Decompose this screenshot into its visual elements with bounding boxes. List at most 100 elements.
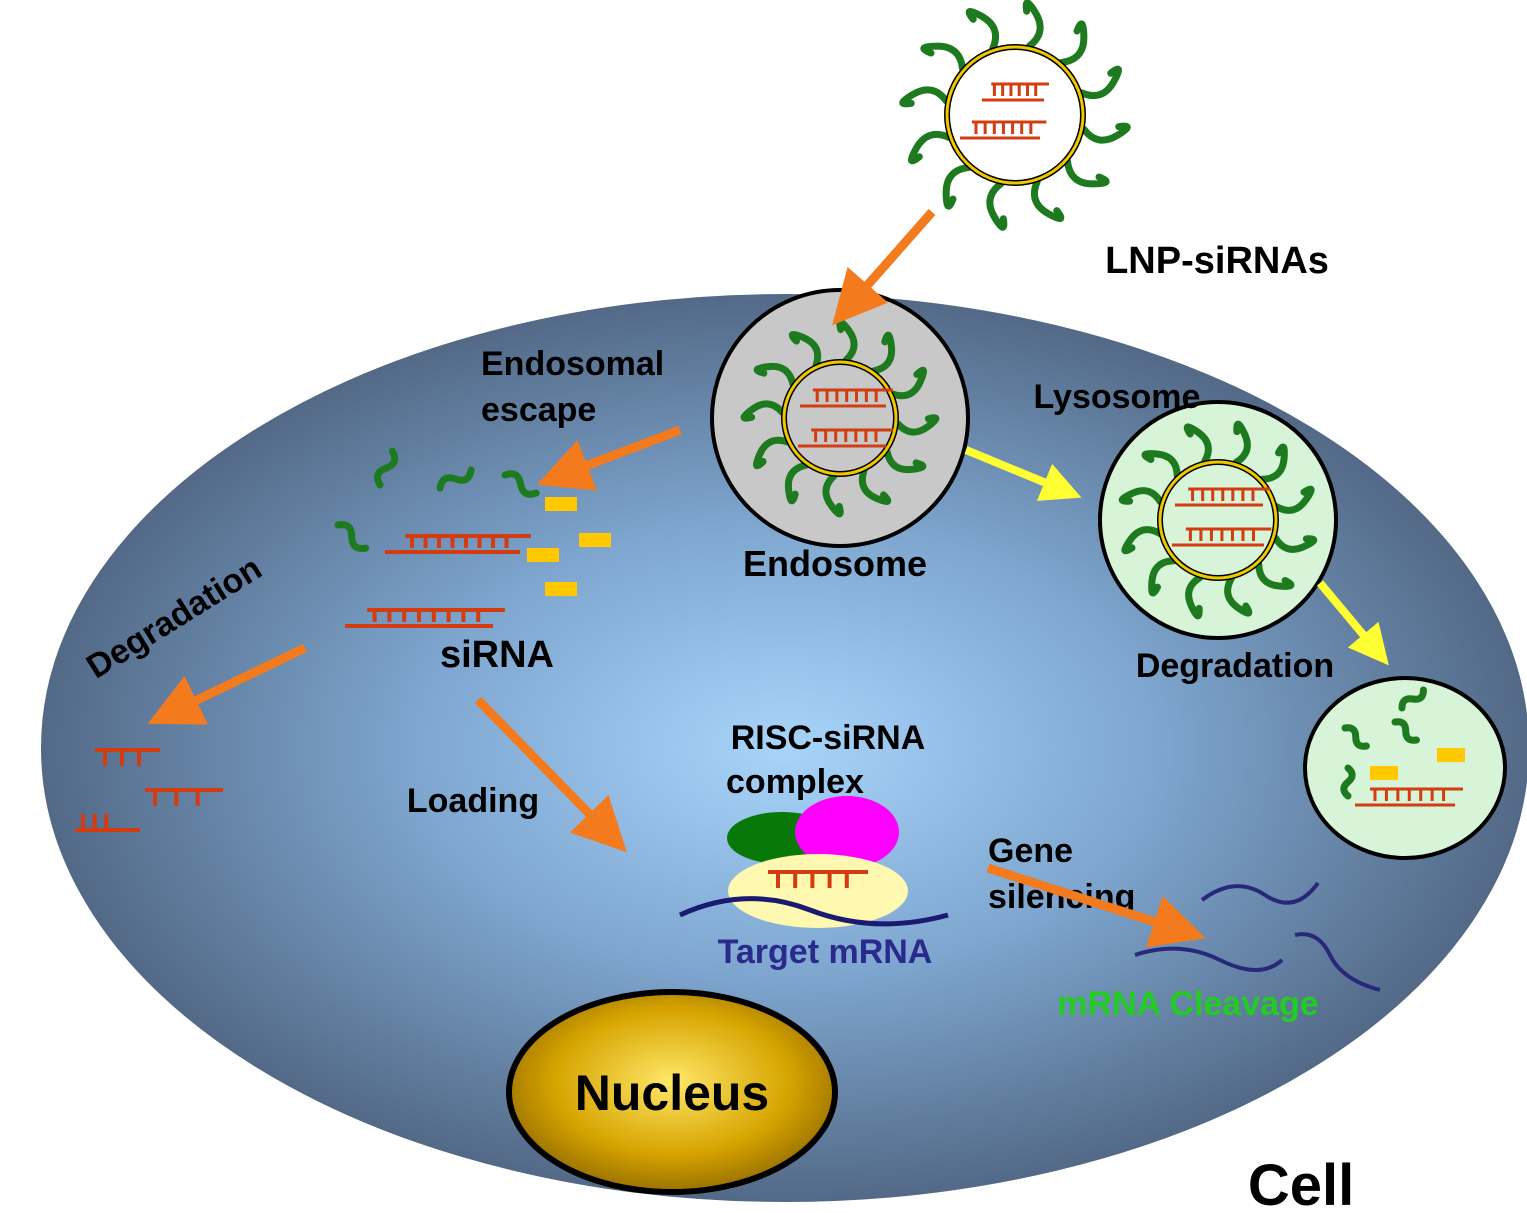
nucleus <box>506 989 838 1195</box>
peg-tail <box>1063 157 1110 188</box>
lipid-fragment <box>545 497 577 511</box>
sirna-duplex <box>345 608 505 628</box>
peg-tail <box>1185 573 1204 620</box>
peg-tail <box>788 330 822 369</box>
cleaved-mrna <box>1134 881 1381 992</box>
peg-tails <box>899 0 1131 231</box>
peg-tail <box>965 8 999 53</box>
target-mrna-label: Target mRNA <box>718 933 933 971</box>
rna-fragment <box>95 748 160 766</box>
endosomal-escape-label-line2: escape <box>481 391 596 429</box>
rna-fragment <box>145 788 223 806</box>
peg-tail <box>1077 65 1122 99</box>
peg-tail <box>858 467 892 506</box>
peg-tail <box>334 521 370 552</box>
peg-tail <box>1031 177 1065 222</box>
degradation-right-label: Degradation <box>1136 647 1334 685</box>
lysosome-label: Lysosome <box>1034 378 1201 416</box>
target-mrna-strand <box>678 896 949 927</box>
lnp-sirna-particle <box>899 0 1131 231</box>
lipid-fragment <box>527 548 559 562</box>
peg-tail <box>1224 575 1253 617</box>
risc-sirna-complex <box>678 796 949 928</box>
peg-tail <box>889 366 928 400</box>
arrow-to-lysosome <box>964 446 1082 501</box>
cell-label: Cell <box>1248 1153 1354 1213</box>
loading-label: Loading <box>407 782 539 820</box>
sirna-duplex <box>800 388 893 408</box>
risc-label-line2: complex <box>726 763 864 801</box>
arrow-uptake <box>832 209 936 326</box>
sirna-duplex <box>1172 527 1272 547</box>
mrna-piece <box>1294 932 1381 992</box>
arrow-lysosome-degradation <box>1316 580 1389 666</box>
sirna-strand <box>768 870 868 888</box>
sirna-duplex <box>982 82 1049 102</box>
peg-tail <box>986 180 1008 231</box>
peg-tail <box>1148 557 1178 597</box>
mrna-cleavage-label: mRNA Cleavage <box>1057 985 1318 1023</box>
peg-fragments <box>1340 686 1427 800</box>
endosome-label: Endosome <box>743 543 927 584</box>
peg-tail <box>1121 526 1163 555</box>
arrow-degradation-left <box>147 643 307 725</box>
peg-tail <box>1057 20 1088 67</box>
peg-tail <box>740 400 786 422</box>
peg-tail <box>822 472 844 518</box>
sirna-duplex <box>798 428 894 448</box>
sirna-duplex <box>385 534 531 554</box>
risc-label-line1: RISC-siRNA <box>731 719 926 757</box>
peg-tail <box>1273 485 1315 514</box>
risc-base <box>728 854 908 928</box>
peg-fragments <box>334 447 540 552</box>
peg-tail <box>436 466 475 492</box>
nucleus-label: Nucleus <box>575 1065 770 1121</box>
peg-tail <box>1232 420 1251 467</box>
degraded-lysosome <box>1303 676 1507 860</box>
risc-magenta-subunit <box>795 796 899 868</box>
peg-tail <box>752 436 791 470</box>
sirna-duplex <box>960 120 1047 140</box>
lnp-sirnas-label: LNP-siRNAs <box>1105 240 1329 282</box>
sirna-label: siRNA <box>440 634 554 676</box>
released-sirna <box>334 447 611 628</box>
lipid-fragment <box>1437 748 1465 762</box>
arrow-gene-silencing <box>986 863 1206 948</box>
peg-tail <box>1183 423 1212 465</box>
gene-silencing-label-line1: Gene <box>988 832 1073 870</box>
peg-tail <box>501 470 540 498</box>
degraded-sirna-fragments <box>75 748 223 832</box>
peg-tail <box>1398 686 1427 712</box>
peg-tail <box>1255 560 1295 590</box>
mrna-piece <box>1134 946 1284 972</box>
peg-tail <box>784 461 810 505</box>
peg-tail <box>753 362 797 388</box>
peg-tail <box>942 163 973 210</box>
peg-tail <box>883 448 927 474</box>
peg-tail <box>1391 718 1420 744</box>
peg-tail <box>1022 0 1044 50</box>
peg-tail <box>1258 443 1288 483</box>
peg-tail <box>1118 487 1165 506</box>
peg-tails <box>740 318 940 518</box>
lipid-fragment <box>545 582 577 596</box>
peg-tails <box>1118 420 1318 620</box>
peg-tail <box>1141 450 1181 480</box>
lipid-fragment <box>1370 766 1398 780</box>
peg-tail <box>908 131 953 165</box>
mrna-piece <box>1200 881 1320 905</box>
peg-tail <box>1340 764 1356 800</box>
sirna-duplex <box>1175 487 1271 507</box>
peg-tail <box>920 42 967 73</box>
lipid-fragment <box>579 533 611 547</box>
rna-fragment <box>75 814 140 832</box>
sirna-duplex <box>1355 787 1463 807</box>
arrow-endosomal-escape <box>536 425 682 491</box>
peg-tail <box>1271 534 1318 553</box>
peg-tail <box>870 331 896 375</box>
peg-tail <box>1341 724 1370 750</box>
peg-tail <box>894 414 940 436</box>
lysosome <box>1098 400 1338 640</box>
peg-tail <box>1080 122 1131 144</box>
